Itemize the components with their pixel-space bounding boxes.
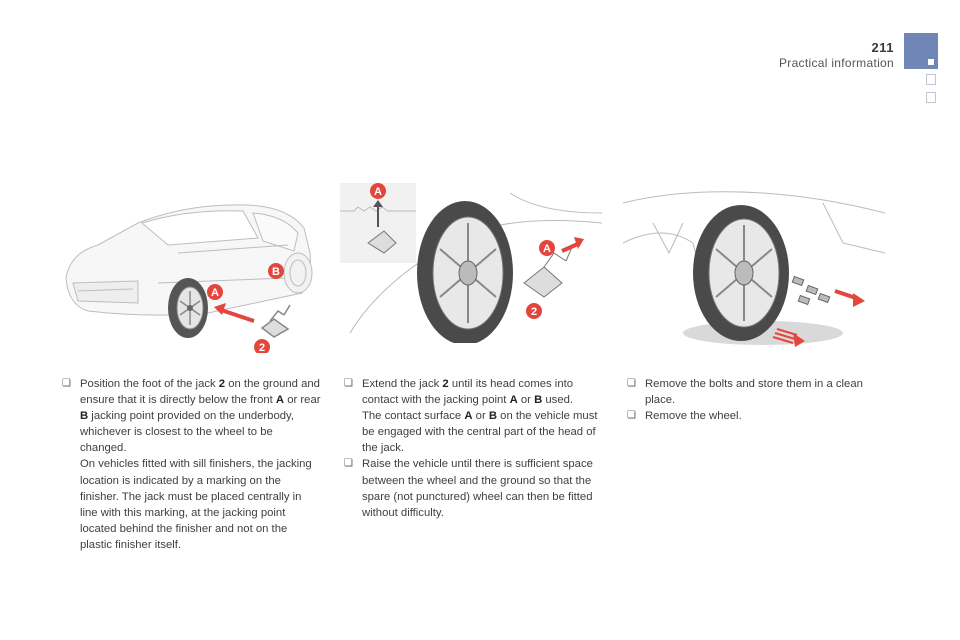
label-marker-a: A [539,240,555,256]
tab-marker [928,59,934,65]
label-marker-2: 2 [526,303,542,319]
point-b-ref: B [488,410,498,423]
label-marker-b: B [268,263,284,279]
step-text: Raise the vehicle until there is suffici… [362,458,593,519]
section-tab[interactable] [926,92,936,103]
jack-ref: 2 [442,378,449,390]
step-text: Extend the jack [362,378,443,390]
checkbox-bullet-icon: ❏ [62,378,71,389]
step-text: The contact surface [362,410,465,423]
label-marker-2: 2 [254,339,270,353]
jack-ref: 2 [218,378,226,390]
point-a-ref: A [275,394,285,407]
checkbox-bullet-icon: ❏ [344,458,353,470]
instruction-column-1: ❏ Position the foot of the jack 2 on the… [62,376,322,553]
step-text: or rear [284,394,321,407]
step-text: Position the foot of the jack [80,378,219,390]
svg-text:A: A [211,287,219,299]
step-text: used. [542,394,574,407]
checkbox-bullet-icon: ❏ [344,378,353,389]
page-number: 211 [871,40,894,55]
label-marker-a: A [207,284,223,300]
step-text: on the ground and ensure that it is dire… [80,378,320,407]
point-b-ref: B [534,394,543,407]
step-text: on the vehicle must be engaged with the … [362,410,598,455]
svg-text:A: A [543,243,551,255]
step-text: Remove the wheel. [645,410,742,423]
wheel-removal-illustration [623,183,885,348]
instruction-step: ❏ Remove the bolts and store them in a c… [627,376,891,408]
section-title: Practical information [778,56,894,70]
svg-text:A: A [374,186,382,198]
jack-extension-illustration: A A 2 [340,183,602,343]
step-text: jacking point provided on the underbody,… [80,410,294,455]
tyre [417,201,513,343]
section-tab[interactable] [926,74,936,85]
step-text: or [472,410,489,423]
instruction-step: ❏ Raise the vehicle until there is suffi… [344,456,606,520]
jack-illustration [260,304,291,338]
svg-text:B: B [272,266,280,278]
instruction-step: ❏ Remove the wheel. [627,408,891,424]
step-continuation: The contact surface A or B on the vehicl… [344,408,606,456]
instruction-column-3: ❏ Remove the bolts and store them in a c… [627,376,891,424]
jack-detail-illustration: A A 2 [340,183,602,343]
step-text: until its head comes into contact with t… [362,378,574,407]
step-text: Remove the bolts and store them in a cle… [645,378,863,407]
section-tab-active[interactable] [904,33,938,69]
direction-arrow [214,303,255,323]
instruction-step: ❏ Position the foot of the jack 2 on the… [62,376,322,456]
car-jacking-points-illustration: A B 2 [58,183,316,353]
front-wheel [168,278,208,338]
step-text: or [517,394,535,407]
instruction-step: ❏ Extend the jack 2 until its head comes… [344,376,606,408]
wheel-removal-detail [623,183,885,348]
checkbox-bullet-icon: ❏ [627,378,636,389]
step-continuation: On vehicles fitted with sill finishers, … [80,458,312,551]
svg-text:2: 2 [259,342,265,353]
checkbox-bullet-icon: ❏ [627,410,636,422]
svg-text:2: 2 [531,306,537,318]
instruction-column-2: ❏ Extend the jack 2 until its head comes… [344,376,606,521]
jack-inset [367,230,573,298]
wheel-bolts [791,275,831,306]
point-a-ref: A [464,410,473,423]
label-marker-a: A [370,183,386,199]
wheel [693,205,789,341]
point-b-ref: B [80,410,89,423]
car-illustration: A B 2 [65,204,313,353]
point-a-ref: A [509,394,518,407]
